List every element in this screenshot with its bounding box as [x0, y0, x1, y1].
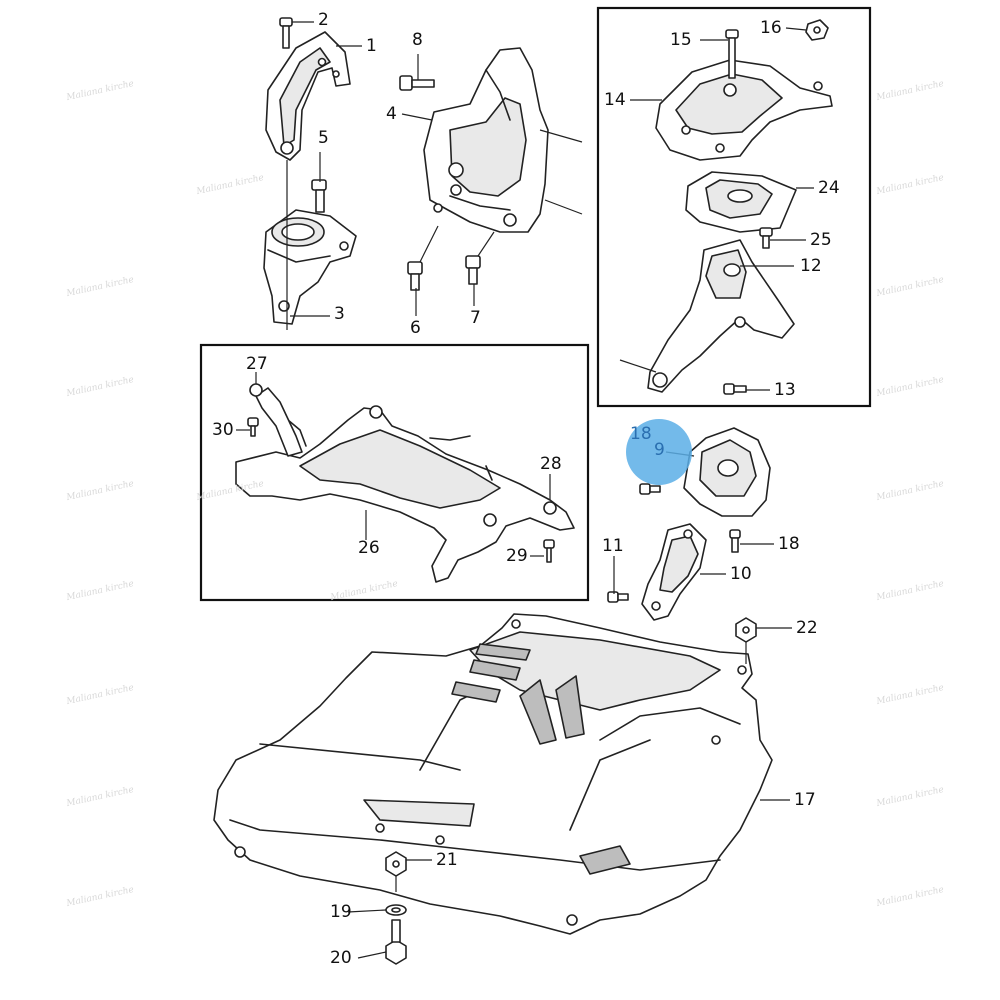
part-13-bolt — [723, 383, 747, 395]
callout-2: 2 — [318, 10, 329, 30]
callout-26: 26 — [358, 538, 380, 558]
part-2-bolt — [279, 17, 293, 49]
callout-4: 4 — [386, 104, 397, 124]
callout-8: 8 — [412, 30, 423, 50]
part-24-isolator — [685, 171, 797, 233]
part-30-bolt — [247, 417, 259, 437]
part-19-washer — [385, 904, 407, 916]
part-9-torque-mount — [683, 427, 771, 517]
highlight-label-9: 9 — [654, 440, 665, 460]
highlight-label-18: 18 — [630, 424, 652, 444]
callout-20: 20 — [330, 948, 352, 968]
callout-7: 7 — [470, 308, 481, 328]
callout-25: 25 — [810, 230, 832, 250]
part-26-subframe — [235, 383, 575, 583]
callout-21: 21 — [436, 850, 458, 870]
part-21-nut — [385, 851, 407, 877]
part-29-bolt — [543, 539, 555, 563]
callout-10: 10 — [730, 564, 752, 584]
callout-3: 3 — [334, 304, 345, 324]
subframe-group-frame — [199, 343, 590, 602]
part-15-bolt — [725, 29, 739, 79]
callout-14: 14 — [604, 90, 626, 110]
part-25-bolt — [759, 227, 773, 249]
part-1-bracket-arm — [265, 31, 351, 161]
part-5-bolt — [311, 179, 327, 213]
callout-1: 1 — [366, 36, 377, 56]
callout-16: 16 — [760, 18, 782, 38]
callout-6: 6 — [410, 318, 421, 338]
part-18-bolt-top — [639, 483, 661, 495]
part-22-nut — [735, 617, 757, 643]
callout-22: 22 — [796, 618, 818, 638]
callout-15: 15 — [670, 30, 692, 50]
callout-13: 13 — [774, 380, 796, 400]
part-20-bolt — [385, 919, 407, 965]
callout-27: 27 — [246, 354, 268, 374]
callout-12: 12 — [800, 256, 822, 276]
callout-19: 19 — [330, 902, 352, 922]
part-12-mount-arm — [647, 239, 795, 393]
part-4-engine-bracket — [423, 47, 549, 233]
engine-mount-group-frame — [596, 6, 872, 408]
part-7-bolt — [465, 255, 481, 285]
part-14-mount-cover — [655, 59, 833, 161]
callout-24: 24 — [818, 178, 840, 198]
part-6-bolt — [407, 261, 423, 291]
part-16-nut — [805, 19, 829, 41]
part-17-undertray — [213, 613, 773, 935]
callout-29: 29 — [506, 546, 528, 566]
callout-11: 11 — [602, 536, 624, 556]
part-10-link-bracket — [641, 523, 707, 621]
part-11-bolt — [607, 591, 629, 603]
highlight-marker — [626, 419, 692, 485]
part-18-bolt-bottom — [729, 529, 741, 553]
callout-30: 30 — [212, 420, 234, 440]
callout-28: 28 — [540, 454, 562, 474]
callout-17: 17 — [794, 790, 816, 810]
callout-18: 18 — [778, 534, 800, 554]
callout-5: 5 — [318, 128, 329, 148]
part-8-bolt — [399, 75, 435, 91]
